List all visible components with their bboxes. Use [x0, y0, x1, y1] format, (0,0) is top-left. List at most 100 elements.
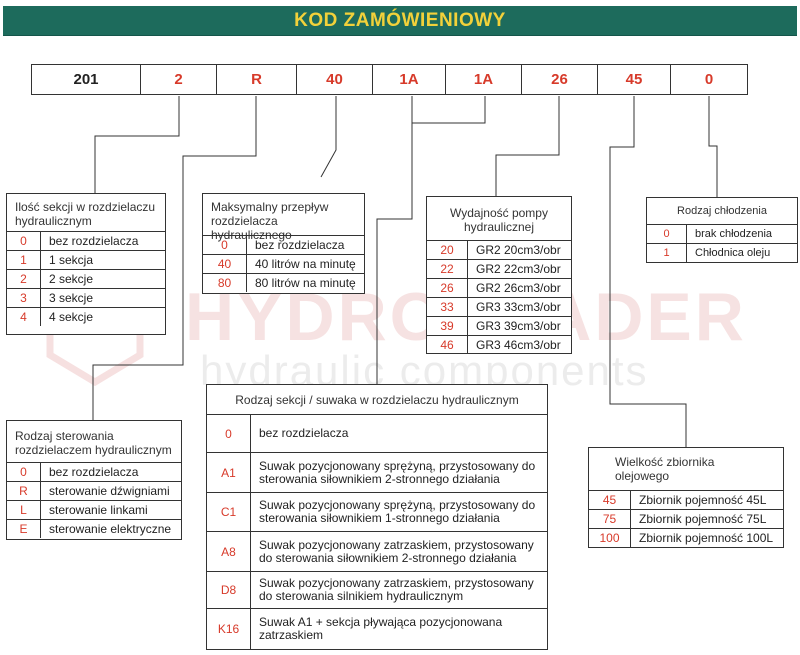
table-control: Rodzaj sterowania rozdzielaczem hydrauli… — [6, 420, 182, 540]
table-sections-title: Ilość sekcji w rozdzielaczu hydrauliczny… — [15, 200, 156, 228]
table-row: D8 Suwak pozycjonowany zatrzaskiem, przys… — [207, 571, 547, 608]
connector-pump — [495, 96, 560, 196]
row-value: 4 sekcje — [49, 309, 94, 324]
code-segment-cooling: 0 — [670, 64, 748, 95]
row-key: 1 — [7, 251, 41, 269]
connector-flow — [320, 96, 337, 178]
row-key: 0 — [207, 415, 251, 452]
row-value: GR3 39cm3/obr — [476, 318, 561, 333]
table-control-title: Rodzaj sterowania rozdzielaczem hydrauli… — [15, 429, 172, 457]
row-value: bez rozdzielacza — [255, 237, 345, 252]
row-value: GR3 46cm3/obr — [476, 337, 561, 352]
table-spool-title: Rodzaj sekcji / suwaka w rozdzielaczu hy… — [235, 393, 519, 407]
table-row: 26 GR2 26cm3/obr — [427, 278, 571, 297]
table-row: 20 GR2 20cm3/obr — [427, 240, 571, 259]
row-key: E — [7, 520, 41, 538]
connector-sections — [94, 96, 180, 193]
row-key: 45 — [589, 491, 631, 509]
row-value: Suwak pozycjonowany sprężyną, przystosow… — [259, 498, 536, 525]
row-key: A8 — [207, 532, 251, 571]
table-flow: Maksymalny przepływ rozdzielacza hydraul… — [202, 193, 365, 294]
row-key: 75 — [589, 510, 631, 528]
row-value: 1 sekcja — [49, 252, 94, 267]
table-row: 40 40 litrów na minutę — [203, 254, 364, 273]
code-segment-flow: 40 — [296, 64, 373, 95]
row-value: GR2 20cm3/obr — [476, 242, 561, 257]
table-row: 0 bez rozdzielacza — [7, 462, 181, 481]
row-value: GR3 33cm3/obr — [476, 299, 561, 314]
code-segment-tank: 45 — [597, 64, 671, 95]
connector-cooling — [708, 96, 718, 197]
table-row: 45 Zbiornik pojemność 45L — [589, 490, 783, 509]
row-value: GR2 26cm3/obr — [476, 280, 561, 295]
connector-control — [92, 96, 257, 420]
row-key: 20 — [427, 241, 468, 259]
row-key: 1 — [647, 244, 687, 262]
row-value: Suwak pozycjonowany zatrzaskiem, przysto… — [259, 537, 534, 565]
row-value: sterowanie dźwigniami — [49, 483, 170, 498]
table-pump-title: Wydajność pompy hydraulicznej — [450, 206, 548, 234]
row-value: 40 litrów na minutę — [255, 256, 356, 271]
table-cooling-title: Rodzaj chłodzenia — [677, 205, 767, 217]
connector-spool — [376, 123, 413, 384]
table-row: 0 bez rozdzielacza — [207, 414, 547, 452]
code-segment-spool-1: 1A — [372, 64, 446, 95]
row-value: sterowanie elektryczne — [49, 521, 172, 536]
code-segment-base: 201 — [31, 64, 141, 95]
row-value: Suwak A1 + sekcja pływająca pozycjonowan… — [259, 615, 503, 642]
row-value: sterowanie linkami — [49, 502, 148, 517]
row-value: Suwak pozycjonowany zatrzaskiem, przysto… — [259, 576, 534, 603]
table-pump: Wydajność pompy hydraulicznej 20 GR2 20cm… — [426, 196, 572, 354]
row-key: 0 — [203, 236, 247, 254]
row-key: 46 — [427, 336, 468, 354]
row-value: bez rozdzielacza — [49, 233, 139, 248]
table-tank-title: Wielkość zbiornika olejowego — [615, 455, 715, 483]
row-value: Zbiornik pojemność 100L — [639, 530, 774, 545]
row-key: 4 — [7, 308, 41, 326]
row-key: 2 — [7, 270, 41, 288]
row-value: Suwak pozycjonowany sprężyną, przystosow… — [259, 458, 536, 486]
code-segment-control: R — [216, 64, 297, 95]
code-segment-spool-2: 1A — [445, 64, 522, 95]
table-sections: Ilość sekcji w rozdzielaczu hydrauliczny… — [6, 193, 166, 335]
table-row: 1 1 sekcja — [7, 250, 165, 269]
row-key: C1 — [207, 493, 251, 531]
header-banner: KOD ZAMÓWIENIOWY — [3, 6, 797, 36]
row-value: Chłodnica oleju — [695, 246, 771, 259]
row-value: bez rozdzielacza — [259, 426, 349, 440]
row-value: GR2 22cm3/obr — [476, 261, 561, 276]
table-flow-title: Maksymalny przepływ rozdzielacza hydraul… — [211, 200, 329, 242]
table-row: K16 Suwak A1 + sekcja pływająca pozycjono… — [207, 608, 547, 649]
row-value: 80 litrów na minutę — [255, 275, 356, 290]
row-key: 0 — [647, 225, 687, 243]
row-key: 100 — [589, 529, 631, 547]
connector-spool-bracket — [411, 96, 486, 124]
row-key: 80 — [203, 274, 247, 292]
table-row: 1 Chłodnica oleju — [647, 243, 797, 262]
row-key: 22 — [427, 260, 468, 278]
row-key: D8 — [207, 572, 251, 608]
row-key: 0 — [7, 463, 41, 481]
row-key: K16 — [207, 609, 251, 649]
row-value: bez rozdzielacza — [49, 464, 139, 479]
table-row: 46 GR3 46cm3/obr — [427, 335, 571, 354]
table-row: C1 Suwak pozycjonowany sprężyną, przystos… — [207, 492, 547, 531]
row-value: Zbiornik pojemność 45L — [639, 492, 767, 507]
table-row: 80 80 litrów na minutę — [203, 273, 364, 292]
row-key: 26 — [427, 279, 468, 297]
row-key: 40 — [203, 255, 247, 273]
row-value: 3 sekcje — [49, 290, 94, 305]
page-title: KOD ZAMÓWIENIOWY — [294, 9, 506, 31]
